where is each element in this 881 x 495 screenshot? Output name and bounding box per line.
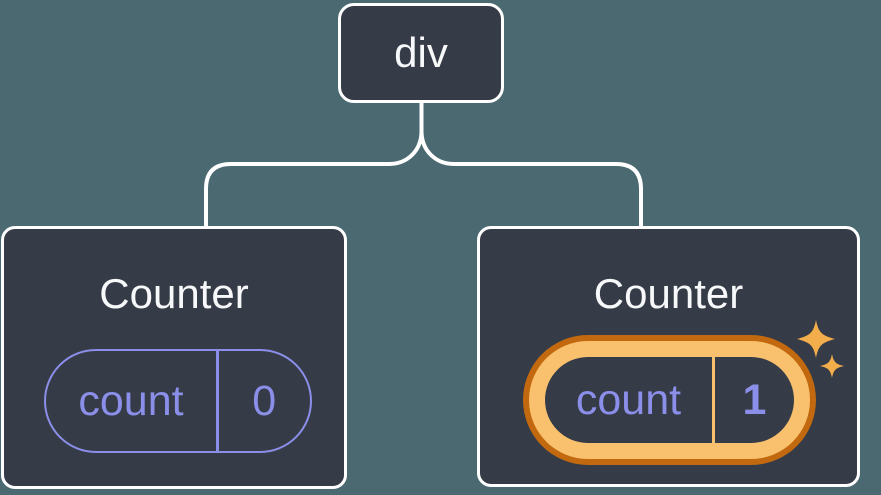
state-pill-divider: [712, 357, 715, 443]
state-pill-divider: [216, 351, 219, 451]
state-pill-inner: count 1: [545, 357, 794, 443]
state-name-label: count: [78, 376, 184, 425]
sparkle-icon-small: [819, 354, 845, 378]
sparkle-icons: [797, 320, 845, 378]
branch-line-left: [204, 103, 424, 229]
component-card-counter-left: Counter count 0: [1, 226, 347, 489]
sparkle-icon-large: [797, 320, 835, 358]
state-pill-highlighted: count 1: [523, 335, 816, 465]
component-title: Counter: [593, 270, 744, 317]
state-pill-highlight-ring: count 1: [529, 341, 810, 459]
state-pill: count 0: [44, 349, 312, 453]
state-value: 0: [252, 376, 277, 425]
component-card-counter-right: Counter count 1: [477, 226, 860, 487]
state-value: 1: [742, 375, 767, 424]
root-node-label: div: [394, 29, 448, 76]
component-title: Counter: [99, 270, 249, 317]
branch-line-right: [419, 103, 643, 229]
root-node-div: div: [338, 3, 504, 103]
state-name-label: count: [575, 375, 682, 424]
